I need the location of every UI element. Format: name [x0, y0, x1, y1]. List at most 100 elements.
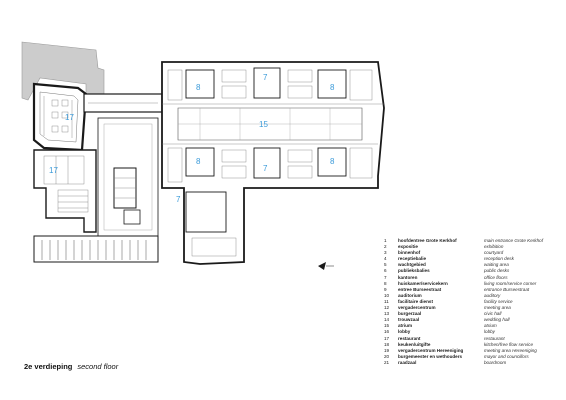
legend-row: 18 keuken/uitgifte kitchen/free flow servi…	[384, 342, 562, 348]
legend-dutch-label: huiskamer/servicekern	[398, 280, 448, 286]
legend-english-label: atrium	[484, 323, 497, 329]
legend-number: 11	[384, 298, 389, 304]
legend-dutch-label: hoofdentree Grote Kerkhof	[398, 238, 457, 243]
legend-dutch-label: auditorium	[398, 292, 422, 298]
room-label-8: 8	[196, 83, 201, 92]
legend-dutch-label: lobby	[398, 329, 411, 335]
legend-row: 2 expositie exhibition	[384, 244, 562, 250]
legend-number: 14	[384, 317, 390, 323]
legend-row: 14 trouwzaal wedding hall	[384, 317, 562, 323]
legend-dutch-label: binnenhof	[398, 250, 421, 256]
legend-row: 8 huiskamer/servicekern living room/servic…	[384, 281, 562, 287]
legend-dutch-label: entree Burseestraat	[398, 286, 442, 292]
legend-number: 6	[384, 268, 387, 274]
legend-number: 20	[384, 353, 390, 359]
legend-row: 13 burgerzaal civic hall	[384, 311, 562, 317]
legend-dutch-label: publieksbalies	[398, 268, 430, 274]
legend-dutch-label: trouwzaal	[398, 317, 420, 323]
legend-number: 15	[384, 323, 390, 329]
legend-row: 11 facilitaire dienst facility service	[384, 299, 562, 305]
legend-english-label: meeting area Hereeniging	[484, 347, 537, 353]
legend-number: 8	[384, 280, 387, 286]
legend-english-label: auditory	[484, 292, 501, 298]
terrace	[33, 235, 159, 263]
legend-dutch-label: raadzaal	[398, 359, 417, 365]
legend-english-label: public desks	[484, 268, 510, 274]
room-label-7: 7	[263, 73, 268, 82]
legend-english-label: kitchen/free flow service	[484, 341, 534, 347]
legend-english-label: courtyard	[484, 250, 504, 256]
legend-number: 19	[384, 347, 390, 353]
legend-dutch-label: atrium	[398, 323, 413, 329]
room-label-8: 8	[330, 157, 335, 166]
room-label-8: 8	[330, 83, 335, 92]
legend-english-label: wedding hall	[484, 317, 510, 323]
legend-row: 1 hoofdentree Grote Kerkhof main entrance …	[384, 238, 562, 244]
legend-english-label: mayor and councillors	[484, 353, 529, 359]
legend-number: 2	[384, 244, 387, 250]
legend-english-label: restaurant	[484, 335, 505, 341]
restaurant-tables	[43, 96, 73, 138]
legend-english-label: lobby	[484, 329, 495, 335]
legend-english-label: facility service	[484, 298, 513, 304]
office-cores	[185, 67, 347, 233]
west-block	[33, 149, 97, 233]
north-arrow	[318, 262, 334, 270]
legend-row: 4 receptiebalie reception desk	[384, 256, 562, 262]
legend-number: 9	[384, 286, 387, 292]
legend-row: 17 restaurant restaurant	[384, 336, 562, 342]
legend-number: 1	[384, 238, 387, 243]
legend-dutch-label: burgerzaal	[398, 311, 422, 317]
legend-row: 10 auditorium auditory	[384, 293, 562, 299]
legend-number: 17	[384, 335, 390, 341]
legend-dutch-label: expositie	[398, 244, 418, 250]
legend-number: 13	[384, 311, 390, 317]
legend-dutch-label: wachtgebied	[398, 262, 426, 268]
legend-english-label: boardroom	[484, 359, 507, 365]
legend-english-label: exhibition	[484, 244, 504, 250]
room-label-7: 7	[176, 195, 181, 204]
legend-english-label: entrance Burseestraat	[484, 286, 530, 292]
legend-english-label: living room/service corner	[484, 280, 537, 286]
floor-title: 2e verdieping second floor	[24, 362, 118, 371]
legend-english-label: reception desk	[484, 256, 514, 262]
legend-row: 15 atrium atrium	[384, 323, 562, 329]
legend-row: 9 entree Burseestraat entrance Burseestraa…	[384, 287, 562, 293]
legend-dutch-label: facilitaire dienst	[398, 298, 433, 304]
legend-dutch-label: receptiebalie	[398, 256, 427, 262]
legend-dutch-label: kantoren	[398, 274, 418, 280]
legend-english-label: main entrance Grote Kerkhof	[484, 238, 543, 243]
room-label-17: 17	[65, 113, 74, 122]
legend-number: 12	[384, 305, 390, 311]
legend-english-label: meeting area	[484, 305, 511, 311]
floor-title-dutch: 2e verdieping	[24, 362, 73, 371]
legend-dutch-label: vergadercentrum	[398, 305, 436, 311]
legend-number: 4	[384, 256, 387, 262]
room-label-17: 17	[49, 166, 58, 175]
legend-english-label: office floors	[484, 274, 508, 280]
legend: 1 hoofdentree Grote Kerkhof main entrance …	[384, 238, 562, 366]
legend-dutch-label: restaurant	[398, 335, 421, 341]
legend-number: 10	[384, 292, 390, 298]
legend-row: 16 lobby lobby	[384, 329, 562, 335]
room-label-8: 8	[196, 157, 201, 166]
legend-number: 5	[384, 262, 387, 268]
legend-number: 18	[384, 341, 390, 347]
legend-number: 7	[384, 274, 387, 280]
legend-row: 6 publieksbalies public desks	[384, 268, 562, 274]
legend-dutch-label: burgemeester en wethouders	[398, 353, 463, 359]
legend-dutch-label: keuken/uitgifte	[398, 341, 431, 347]
legend-row: 12 vergadercentrum meeting area	[384, 305, 562, 311]
room-label-7: 7	[263, 164, 268, 173]
restaurant-wing	[32, 82, 88, 152]
legend-row: 7 kantoren office floors	[384, 275, 562, 281]
legend-english-label: civic hall	[484, 311, 502, 317]
legend-row: 20 burgemeester en wethouders mayor and co…	[384, 354, 562, 360]
legend-number: 16	[384, 329, 390, 335]
floor-title-english: second floor	[77, 362, 119, 371]
